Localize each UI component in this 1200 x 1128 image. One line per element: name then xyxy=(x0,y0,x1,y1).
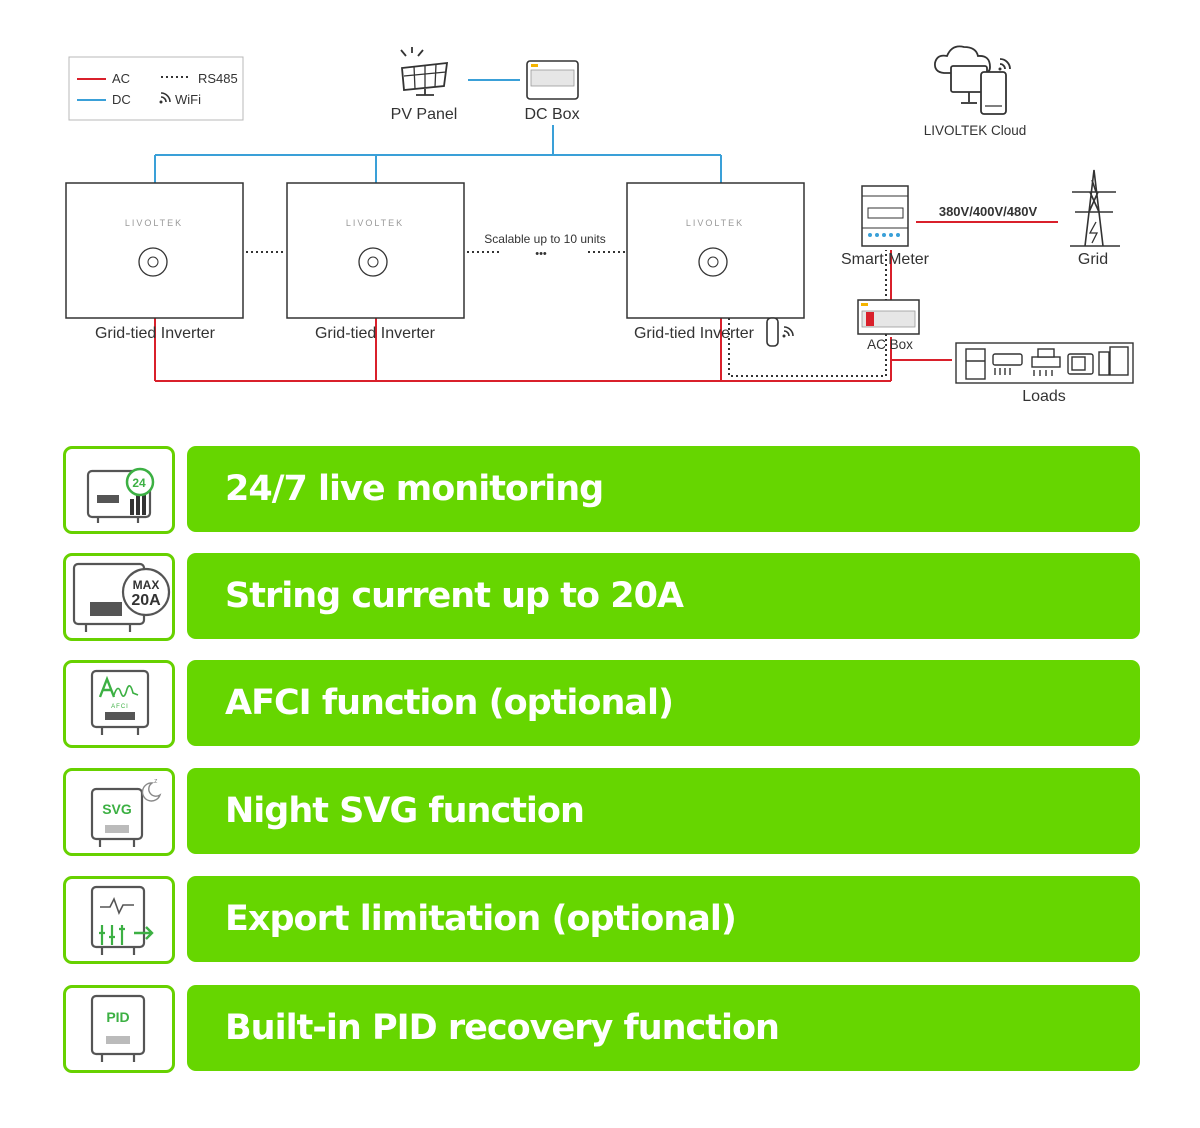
inverter-1-label: Grid-tied Inverter xyxy=(95,325,216,342)
inverter-2-label: Grid-tied Inverter xyxy=(315,325,436,342)
loads-label: Loads xyxy=(1022,388,1066,405)
ellipsis: ••• xyxy=(535,248,547,260)
svg-text:z: z xyxy=(154,778,158,785)
transmission-tower-icon xyxy=(1070,169,1120,247)
feature-row-afci: AFCI AFCI function (optional) xyxy=(63,660,1140,748)
pid-badge: PID xyxy=(106,1009,129,1025)
feature-row-monitoring: 24 24/7 live monitoring xyxy=(63,446,1140,534)
legend-dc: DC xyxy=(112,92,131,107)
feature-bar-export-limit: Export limitation (optional) xyxy=(187,876,1140,962)
night-svg-icon: SVG z xyxy=(63,768,175,856)
feature-row-night-svg: SVG z Night SVG function xyxy=(63,768,1140,856)
dc-lines xyxy=(154,79,722,183)
loads-appliances-icon xyxy=(955,342,1134,384)
cloud-devices-icon xyxy=(934,45,1011,115)
inverter-1: LIVOLTEK xyxy=(65,182,244,319)
feature-label-string-current: String current up to 20A xyxy=(225,576,684,616)
grid-label: Grid xyxy=(1078,251,1108,268)
inverter-2: LIVOLTEK xyxy=(286,182,465,319)
feature-row-string-current: MAX 20A String current up to 20A xyxy=(63,553,1140,641)
pv-panel-label: PV Panel xyxy=(391,106,458,123)
max-badge-bottom: 20A xyxy=(131,592,161,609)
legend-ac: AC xyxy=(112,71,130,86)
inverter-3: LIVOLTEK xyxy=(626,182,805,319)
inverter-1-brand: LIVOLTEK xyxy=(125,218,183,228)
feature-bar-pid: Built-in PID recovery function xyxy=(187,985,1140,1071)
wifi-icon xyxy=(159,92,171,104)
svg-badge: SVG xyxy=(102,801,132,817)
monitoring-24h-icon: 24 xyxy=(63,446,175,534)
legend-rs485: RS485 xyxy=(198,71,238,86)
feature-bar-monitoring: 24/7 live monitoring xyxy=(187,446,1140,532)
feature-label-pid: Built-in PID recovery function xyxy=(225,1008,780,1048)
feature-label-export-limit: Export limitation (optional) xyxy=(225,899,737,939)
afci-icon: AFCI xyxy=(63,660,175,748)
system-diagram: AC DC RS485 WiFi xyxy=(65,45,1134,405)
legend-wifi: WiFi xyxy=(175,92,201,107)
inverter-3-brand: LIVOLTEK xyxy=(686,218,744,228)
smart-meter-icon xyxy=(861,185,909,247)
scalable-label: Scalable up to 10 units xyxy=(484,232,605,246)
rs485-lines xyxy=(246,250,887,377)
grid-voltage: 380V/400V/480V xyxy=(939,204,1038,219)
feature-row-pid: PID Built-in PID recovery function xyxy=(63,985,1140,1073)
legend: AC DC RS485 WiFi xyxy=(68,56,244,121)
feature-bar-afci: AFCI function (optional) xyxy=(187,660,1140,746)
feature-bar-night-svg: Night SVG function xyxy=(187,768,1140,854)
afci-badge: AFCI xyxy=(111,704,129,710)
feature-label-night-svg: Night SVG function xyxy=(225,791,585,831)
inverter-3-label: Grid-tied Inverter xyxy=(634,325,755,342)
feature-bar-string-current: String current up to 20A xyxy=(187,553,1140,639)
max-current-icon: MAX 20A xyxy=(63,553,175,641)
smart-meter-label: Smart Meter xyxy=(841,251,930,268)
power-button-icon xyxy=(358,247,388,277)
power-button-icon xyxy=(698,247,728,277)
feature-label-afci: AFCI function (optional) xyxy=(225,683,674,723)
dc-box-icon xyxy=(526,60,579,100)
wifi-dongle-icon xyxy=(766,317,794,347)
solar-panel-icon xyxy=(400,47,449,96)
pid-recovery-icon: PID xyxy=(63,985,175,1073)
export-limit-icon xyxy=(63,876,175,964)
feature-row-export-limit: Export limitation (optional) xyxy=(63,876,1140,964)
monitoring-badge: 24 xyxy=(132,476,146,490)
cloud-label: LIVOLTEK Cloud xyxy=(924,123,1027,138)
ac-box-icon xyxy=(857,299,920,335)
ac-lines xyxy=(154,221,1058,382)
feature-label-monitoring: 24/7 live monitoring xyxy=(225,469,604,509)
ac-box-label: AC Box xyxy=(867,337,913,352)
power-button-icon xyxy=(138,247,168,277)
max-badge-top: MAX xyxy=(133,578,160,592)
dc-box-label: DC Box xyxy=(524,106,579,123)
inverter-2-brand: LIVOLTEK xyxy=(346,218,404,228)
